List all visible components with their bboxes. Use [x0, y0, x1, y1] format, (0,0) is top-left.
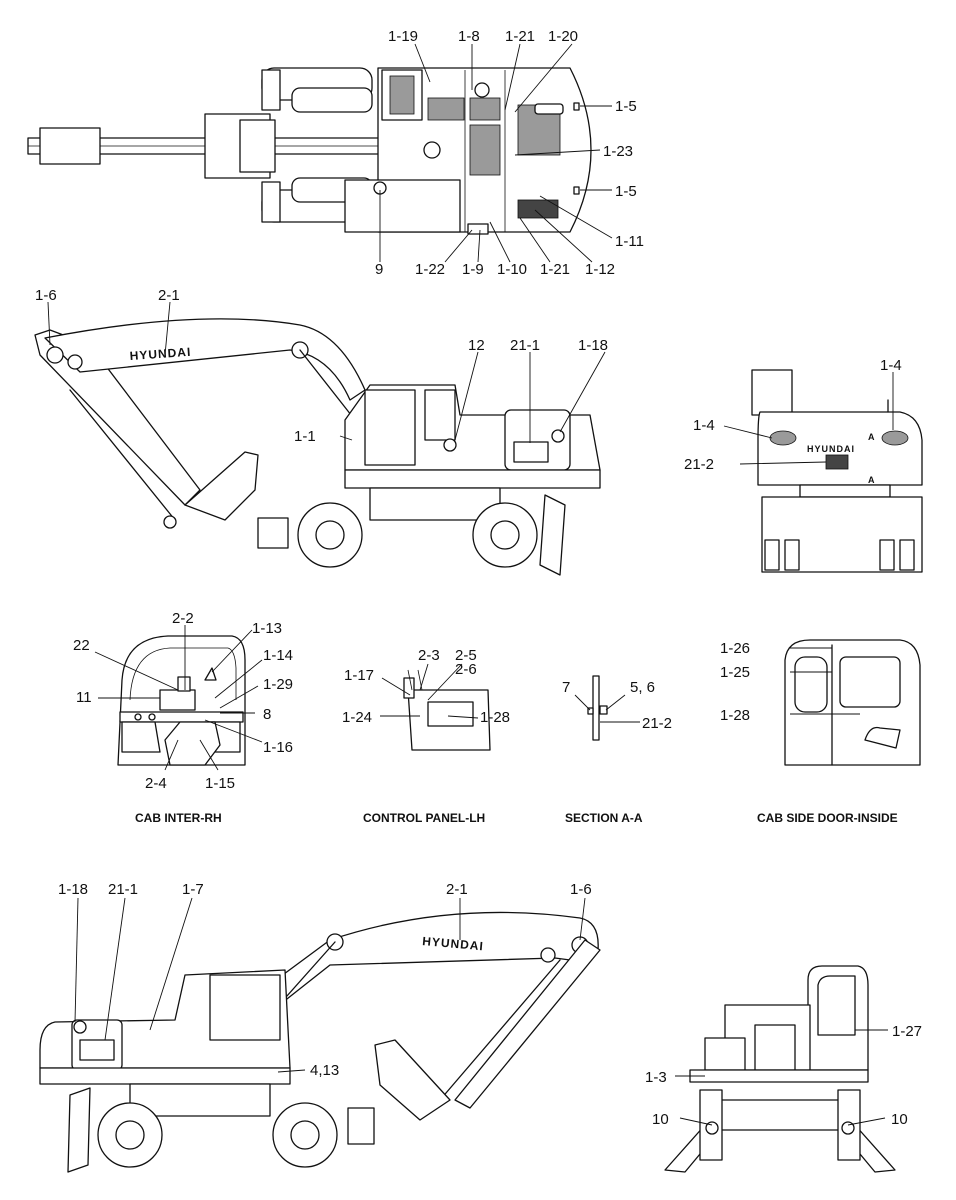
callout: 7: [562, 679, 570, 696]
callout: 1-12: [585, 261, 615, 278]
callout: 21-1: [510, 337, 540, 354]
callout: 1-26: [720, 640, 750, 657]
callout: 1-25: [720, 664, 750, 681]
callout: 1-21: [505, 28, 535, 45]
caption: CONTROL PANEL-LH: [363, 811, 485, 825]
callout: 1-6: [570, 881, 592, 898]
callout: 1-24: [342, 709, 372, 726]
callout: 10: [891, 1111, 908, 1128]
section-mark: A: [868, 432, 876, 442]
callout: 1-20: [548, 28, 578, 45]
callout: 1-11: [615, 233, 644, 250]
top-view-drawing: [27, 67, 592, 235]
callout: 1-6: [35, 287, 57, 304]
cab-door-drawing: [784, 639, 921, 766]
callout: 1-1: [294, 428, 316, 445]
callout: 1-17: [344, 667, 374, 684]
callout: 1-8: [458, 28, 480, 45]
callout: 2-4: [145, 775, 167, 792]
front-view-drawing: [664, 965, 896, 1173]
side-view-right-drawing: [39, 911, 601, 1173]
callouts-control-panel: 2-3 2-5 2-6 1-17 1-24 1-28 CONTROL PANEL…: [342, 647, 510, 825]
callout: 1-16: [263, 739, 293, 756]
side-view-left-drawing: [34, 318, 601, 576]
callout: 1-21: [540, 261, 570, 278]
callout: 2-1: [158, 287, 180, 304]
callout: 1-29: [263, 676, 293, 693]
caption: SECTION A-A: [565, 811, 643, 825]
callouts-rear: 1-4 1-4 21-2 HYUNDAI A A: [684, 357, 902, 485]
callout: 1-28: [480, 709, 510, 726]
callouts-side-right: 1-18 21-1 1-7 2-1 1-6 4,13 HYUNDAI: [58, 881, 592, 1079]
callout: 1-18: [578, 337, 608, 354]
callout: 1-9: [462, 261, 484, 278]
callout: 1-10: [497, 261, 527, 278]
cab-interior-drawing: [117, 635, 246, 766]
brand-decal: HYUNDAI: [129, 345, 191, 363]
caption: CAB INTER-RH: [135, 811, 222, 825]
callout: 1-23: [603, 143, 633, 160]
caption: CAB SIDE DOOR-INSIDE: [757, 811, 898, 825]
leader-lines: [47, 43, 894, 1126]
callouts-top: 1-19 1-8 1-21 1-20 1-5 1-23 1-5 1-11 9 1…: [375, 28, 644, 278]
callout: 5, 6: [630, 679, 655, 696]
callouts-front: 1-27 1-3 10 10: [645, 1023, 922, 1128]
callout: 21-2: [684, 456, 714, 473]
callout: 1-4: [693, 417, 715, 434]
callout: 1-18: [58, 881, 88, 898]
callouts-cab-interior: 2-2 1-13 22 1-14 1-29 11 8 1-16 2-4 1-15…: [73, 610, 293, 825]
callout: 10: [652, 1111, 669, 1128]
callout: 1-5: [615, 183, 637, 200]
callout: 1-3: [645, 1069, 667, 1086]
section-mark: A: [868, 475, 876, 485]
callout: 1-19: [388, 28, 418, 45]
callout: 2-6: [455, 661, 477, 678]
brand-decal: HYUNDAI: [807, 444, 855, 454]
callout: 2-1: [446, 881, 468, 898]
callout: 1-22: [415, 261, 445, 278]
callout: 1-14: [263, 647, 293, 664]
section-drawing: [587, 675, 608, 741]
callout: 8: [263, 706, 271, 723]
callouts-cab-door: 1-26 1-25 1-28 CAB SIDE DOOR-INSIDE: [720, 640, 898, 825]
callout: 9: [375, 261, 383, 278]
callout: 2-2: [172, 610, 194, 627]
callout: 2-3: [418, 647, 440, 664]
callout: 4,13: [310, 1062, 339, 1079]
callout: 1-7: [182, 881, 204, 898]
rear-view-drawing: [751, 369, 923, 573]
callout: 1-15: [205, 775, 235, 792]
brand-decal: HYUNDAI: [422, 934, 485, 953]
control-panel-drawing: [403, 669, 491, 751]
callouts-side-left: 1-6 2-1 12 21-1 1-18 1-1 HYUNDAI: [35, 287, 608, 445]
callouts-section: 7 5, 6 21-2 SECTION A-A: [562, 679, 672, 825]
callout: 1-4: [880, 357, 902, 374]
callout: 2-5: [455, 647, 477, 664]
callout: 11: [76, 689, 92, 706]
callout: 1-27: [892, 1023, 922, 1040]
callout: 21-1: [108, 881, 138, 898]
callout: 1-28: [720, 707, 750, 724]
callout: 21-2: [642, 715, 672, 732]
callout: 22: [73, 637, 90, 654]
callout: 1-5: [615, 98, 637, 115]
callout: 12: [468, 337, 485, 354]
callout: 1-13: [252, 620, 282, 637]
